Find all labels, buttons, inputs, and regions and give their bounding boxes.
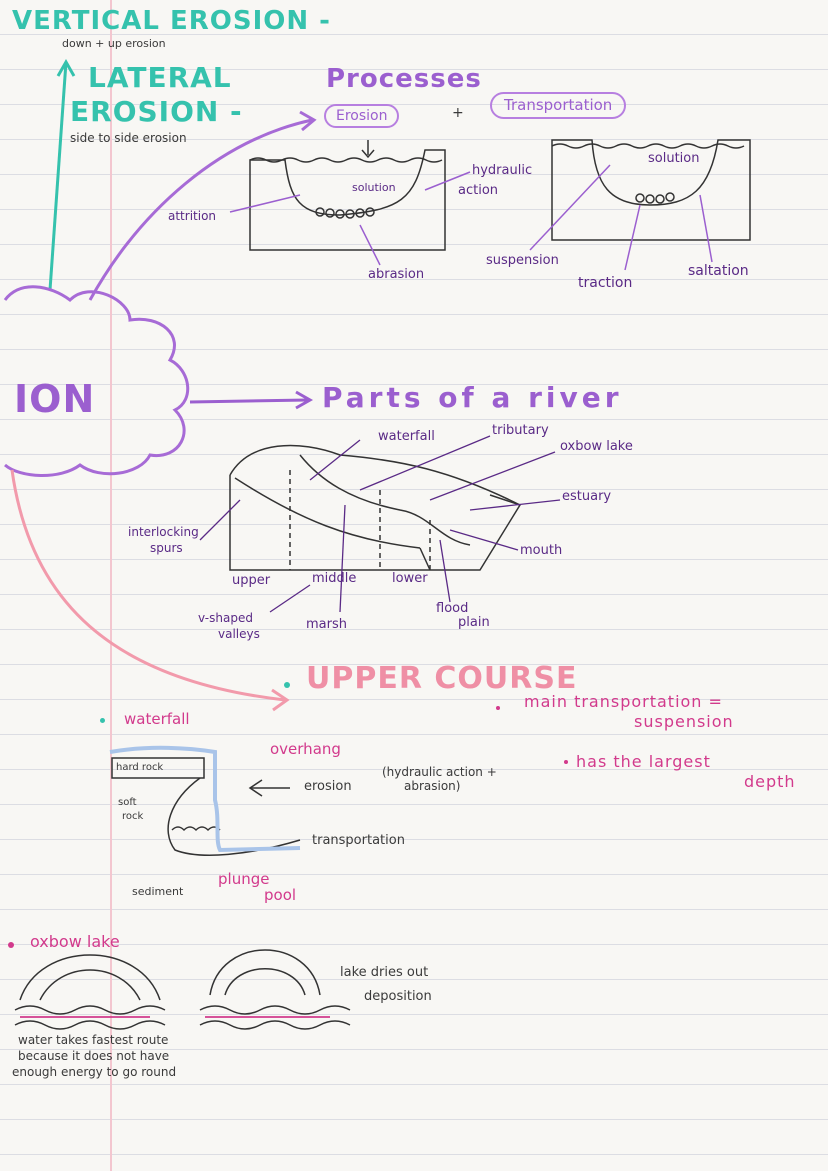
label-waterfall: waterfall xyxy=(378,429,435,444)
label-marsh: marsh xyxy=(306,617,347,632)
river-diagram xyxy=(229,444,522,571)
waterfall-bullet xyxy=(100,718,105,723)
label-flood: flood xyxy=(436,601,469,616)
erosion-bubble: Erosion xyxy=(324,104,400,128)
label-lower: lower xyxy=(392,571,428,586)
label-spurs: spurs xyxy=(150,541,183,555)
largest-depth-line2: depth xyxy=(744,772,796,791)
label-mouth: mouth xyxy=(520,543,563,558)
label-upper: upper xyxy=(232,573,271,588)
pink-arrow-upper xyxy=(10,469,290,712)
parts-title: Parts of a river xyxy=(322,381,623,414)
oxbow-heading: oxbow lake xyxy=(30,932,120,951)
depth-bullet xyxy=(564,760,568,764)
label-traction: traction xyxy=(578,275,633,291)
erosion-arrows xyxy=(229,171,471,266)
main-transport-line1: main transportation = xyxy=(524,692,723,711)
ion-cloud xyxy=(3,285,190,477)
margin-line xyxy=(110,0,112,1171)
river-pointers xyxy=(199,435,561,613)
label-abrasion-paren: abrasion) xyxy=(404,779,461,793)
label-interlocking: interlocking xyxy=(128,525,199,539)
label-erosion: erosion xyxy=(304,779,352,794)
label-abrasion: abrasion xyxy=(368,267,425,282)
oxbow-diagrams xyxy=(14,949,351,1030)
main-transport-line2: suspension xyxy=(634,712,734,731)
label-plunge: plunge xyxy=(218,870,270,888)
transport-diagram xyxy=(551,139,751,241)
vertical-erosion-sub: down + up erosion xyxy=(62,37,166,50)
label-suspension: suspension xyxy=(486,253,559,268)
label-plain: plain xyxy=(458,615,490,630)
label-hard-rock: hard rock xyxy=(116,762,164,773)
water-flow xyxy=(109,745,301,853)
plus-sign: + xyxy=(452,105,464,121)
label-transport-solution: solution xyxy=(648,151,700,166)
label-estuary: estuary xyxy=(562,489,612,504)
label-sediment: sediment xyxy=(132,885,184,898)
lateral-erosion-heading-1: LATERAL xyxy=(88,61,232,94)
oxbow-note-2: because it does not have xyxy=(18,1049,170,1063)
oxbow-note-3: enough energy to go round xyxy=(12,1065,177,1079)
label-middle: middle xyxy=(312,571,357,586)
transportation-bubble: Transportation xyxy=(490,92,627,119)
transport-bullet xyxy=(496,706,500,710)
waterfall-heading: waterfall xyxy=(124,710,190,728)
upper-course-title: UPPER COURSE xyxy=(306,661,578,696)
label-erosion-solution: solution xyxy=(352,181,396,194)
largest-depth-line1: has the largest xyxy=(576,752,711,771)
oxbow-note-1: water takes fastest route xyxy=(18,1033,169,1047)
label-action: action xyxy=(458,183,499,198)
label-deposition: deposition xyxy=(364,989,432,1004)
lateral-erosion-sub: side to side erosion xyxy=(70,131,187,145)
teal-arrow xyxy=(48,58,76,291)
label-lake-dries-out: lake dries out xyxy=(340,965,429,980)
label-transportation: transportation xyxy=(312,833,405,848)
label-v-shaped: v-shaped xyxy=(198,611,253,625)
vertical-erosion-heading: VERTICAL EROSION - xyxy=(12,6,331,36)
purple-arrow-processes xyxy=(88,110,317,301)
transport-arrows xyxy=(529,164,713,271)
label-tributary: tributary xyxy=(492,423,549,438)
label-saltation: saltation xyxy=(688,263,749,279)
lateral-erosion-heading-2: EROSION - xyxy=(70,95,243,128)
label-pool: pool xyxy=(264,886,297,904)
label-hydraulic: hydraulic xyxy=(472,163,533,178)
label-oxbow-lake: oxbow lake xyxy=(560,439,633,454)
processes-title: Processes xyxy=(326,64,482,94)
label-valleys: valleys xyxy=(218,627,260,641)
label-hydraulic-action: (hydraulic action + xyxy=(382,765,497,779)
label-rock: rock xyxy=(122,811,144,822)
label-soft: soft xyxy=(118,797,137,808)
label-attrition: attrition xyxy=(168,209,217,223)
ion-heading: ION xyxy=(14,377,96,421)
oxbow-bullet xyxy=(8,942,14,948)
label-overhang: overhang xyxy=(270,740,341,758)
upper-title-bullet xyxy=(284,682,290,688)
erosion-diagram xyxy=(249,140,446,251)
purple-arrow-parts xyxy=(189,390,314,410)
